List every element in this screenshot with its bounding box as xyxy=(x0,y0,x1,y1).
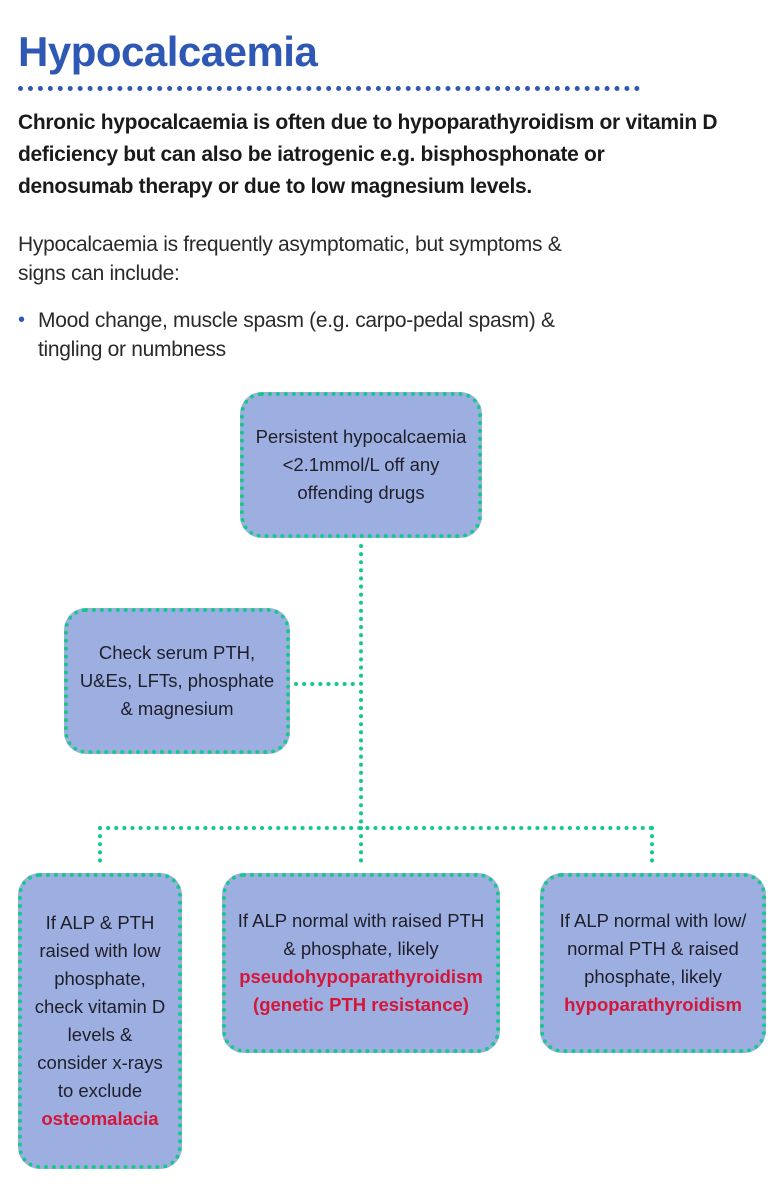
flow-box-start-text: Persistent hypocalcaemia <2.1mmol/L off … xyxy=(255,426,467,503)
flow-box-right-text: If ALP normal with low/ normal PTH & rai… xyxy=(559,910,747,987)
symptom-bullet: • Mood change, muscle spasm (e.g. carpo-… xyxy=(18,306,578,364)
flow-box-middle-text: If ALP normal with raised PTH & phosphat… xyxy=(237,910,485,959)
symptoms-intro: Hypocalcaemia is frequently asymptomatic… xyxy=(18,233,562,285)
flow-box-check-serum: Check serum PTH, U&Es, LFTs, phosphate &… xyxy=(64,608,290,754)
intro-text: Chronic hypocalcaemia is often due to hy… xyxy=(18,111,718,198)
diagnosis-hypoparathyroidism: hypoparathyroidism xyxy=(564,994,742,1015)
page-title: Hypocalcaemia xyxy=(18,28,318,75)
flow-box-check-text: Check serum PTH, U&Es, LFTs, phosphate &… xyxy=(79,642,275,719)
symptoms-list: • Mood change, muscle spasm (e.g. carpo-… xyxy=(18,306,578,364)
flow-box-hypoparathyroidism: If ALP normal with low/ normal PTH & rai… xyxy=(540,873,766,1053)
diagnosis-osteomalacia: osteomalacia xyxy=(41,1108,159,1129)
flow-box-left-text: If ALP & PTH raised with low phosphate, … xyxy=(34,912,166,1101)
symptom-bullet-text: Mood change, muscle spasm (e.g. carpo-pe… xyxy=(38,309,555,361)
flow-box-osteomalacia: If ALP & PTH raised with low phosphate, … xyxy=(18,873,182,1169)
title-dotted-rule xyxy=(18,86,640,91)
flow-box-persistent-hypocalcaemia: Persistent hypocalcaemia <2.1mmol/L off … xyxy=(240,392,482,538)
flow-box-pseudohypoparathyroidism: If ALP normal with raised PTH & phosphat… xyxy=(222,873,500,1053)
diagnosis-pseudohypoparathyroidism: pseudohypoparathyroidism (genetic PTH re… xyxy=(239,966,483,1015)
bullet-icon: • xyxy=(18,309,25,331)
